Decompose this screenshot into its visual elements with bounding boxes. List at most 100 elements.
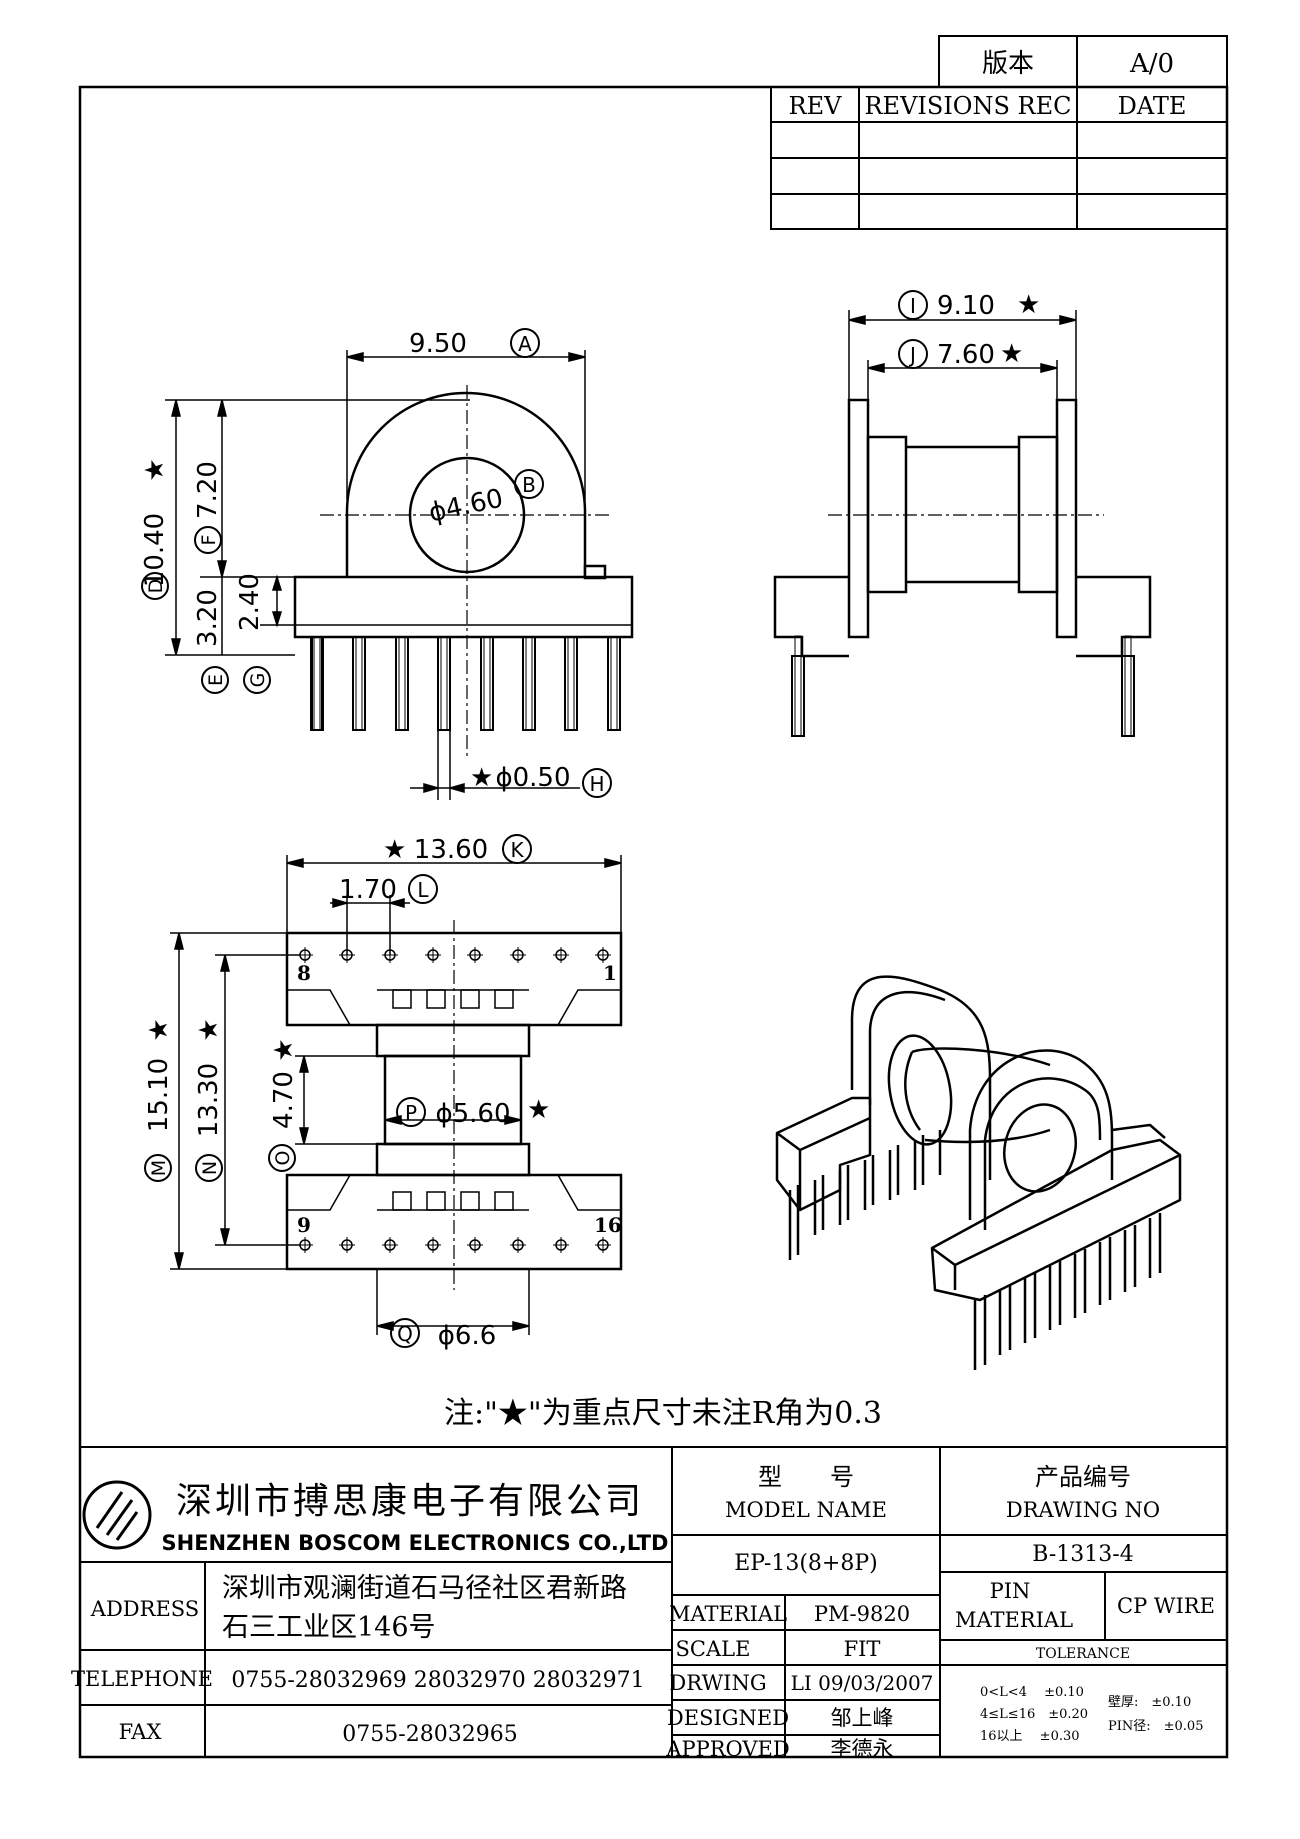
pin-material-label-1: PIN bbox=[990, 1579, 1031, 1603]
front-center-lines bbox=[320, 385, 610, 760]
isometric-view bbox=[775, 975, 1182, 1370]
tag-i: I bbox=[910, 294, 916, 318]
model-label-cn: 型 号 bbox=[758, 1463, 854, 1491]
tag-e: E bbox=[205, 674, 227, 686]
dim-side-outer-star: ★ bbox=[1017, 290, 1040, 320]
front-view bbox=[293, 391, 634, 639]
designed-label: DESIGNED bbox=[667, 1706, 789, 1730]
drwing-label: DRWING bbox=[669, 1671, 766, 1695]
company-name-en: SHENZHEN BOSCOM ELECTRONICS CO.,LTD bbox=[162, 1531, 669, 1555]
dim-side-outer: 9.10 bbox=[937, 291, 995, 321]
fax-value: 0755-28032965 bbox=[342, 1722, 517, 1747]
tolerance-row-1: 0<L<4 ±0.10 bbox=[980, 1685, 1084, 1700]
note-text: 注:"★"为重点尺寸未注R角为0.3 bbox=[444, 1396, 882, 1431]
telephone-label: TELEPHONE bbox=[71, 1667, 213, 1691]
scale-label: SCALE bbox=[676, 1637, 751, 1661]
dim-base-height: 3.20 bbox=[193, 589, 223, 647]
tag-circle-f bbox=[194, 526, 222, 554]
company-name-cn: 深圳市搏思康电子有限公司 bbox=[176, 1481, 644, 1522]
drawing-label-cn: 产品编号 bbox=[1035, 1463, 1131, 1491]
rev-header: REV bbox=[789, 92, 843, 120]
model-label-en: MODEL NAME bbox=[725, 1498, 887, 1522]
tag-circle-a bbox=[510, 328, 540, 358]
dim-width: 9.50 bbox=[409, 329, 467, 359]
dim-bore: ϕ4.60 bbox=[426, 484, 506, 529]
bottom-view-slots bbox=[392, 989, 514, 1211]
bottom-dimension-lines bbox=[170, 855, 622, 1335]
tag-circle-h bbox=[582, 768, 612, 798]
address-line1: 深圳市观澜街道石马径社区君新路 bbox=[222, 1573, 627, 1604]
pin-label-8: 8 bbox=[297, 961, 311, 985]
dim-base-inner: 2.40 bbox=[235, 573, 265, 631]
tag-j: J bbox=[908, 343, 916, 367]
tolerance-row-3: 16以上 ±0.30 bbox=[980, 1729, 1080, 1744]
material-label: MATERIAL bbox=[669, 1602, 787, 1626]
tag-circle-l bbox=[408, 874, 438, 904]
tag-o: O bbox=[272, 1151, 294, 1166]
pin-label-1: 1 bbox=[603, 961, 617, 985]
dim-total-height-star: ★ bbox=[140, 458, 170, 481]
pin-label-9: 9 bbox=[297, 1213, 311, 1237]
dim-side-inner-star: ★ bbox=[1000, 339, 1023, 369]
tag-h: H bbox=[589, 772, 604, 796]
pin-material-value: CP WIRE bbox=[1117, 1594, 1215, 1618]
title-block-lines bbox=[80, 1446, 1227, 1757]
dim-upper-height: 7.20 bbox=[193, 461, 223, 519]
dim-length-star: ★ bbox=[383, 835, 406, 865]
wall-tolerance: 壁厚: ±0.10 bbox=[1108, 1695, 1191, 1710]
scale-value: FIT bbox=[844, 1637, 881, 1661]
fax-label: FAX bbox=[119, 1720, 162, 1744]
pin-dia-tolerance: PIN径: ±0.05 bbox=[1108, 1719, 1203, 1734]
tag-a: A bbox=[518, 332, 532, 356]
dim-window-star: ★ bbox=[269, 1038, 299, 1061]
tag-n: N bbox=[199, 1161, 221, 1175]
side-dimension-lines bbox=[848, 310, 1077, 437]
address-line2: 石三工业区146号 bbox=[222, 1612, 436, 1643]
front-dimension-lines bbox=[165, 350, 586, 800]
tag-circle-k bbox=[502, 834, 532, 864]
drwing-value: LI 09/03/2007 bbox=[791, 1671, 934, 1695]
dim-length: 13.60 bbox=[414, 835, 488, 865]
tag-circle-g bbox=[243, 666, 271, 694]
front-pins bbox=[310, 636, 621, 731]
company-logo bbox=[82, 1480, 152, 1550]
dim-pitch: 1.70 bbox=[339, 875, 397, 905]
revision-box bbox=[770, 35, 1228, 230]
dim-row-span: 13.30 bbox=[194, 1063, 224, 1137]
tag-b-text: B bbox=[522, 473, 536, 497]
tag-circle-j bbox=[898, 339, 928, 369]
bottom-hole-crosshairs bbox=[297, 947, 611, 1253]
tag-circle-e bbox=[201, 666, 229, 694]
dim-pin-dia-star: ★ bbox=[470, 763, 493, 793]
version-value: A/0 bbox=[1129, 49, 1174, 79]
dim-slot: ϕ6.6 bbox=[438, 1321, 497, 1351]
tag-circle-b bbox=[514, 469, 544, 499]
tag-circle-i bbox=[898, 290, 928, 320]
approved-value: 李德永 bbox=[831, 1737, 894, 1761]
tag-circle-o bbox=[268, 1144, 296, 1172]
revisions-rec-header: REVISIONS REC bbox=[864, 92, 1071, 120]
material-value: PM-9820 bbox=[814, 1602, 910, 1626]
pin-material-label-2: MATERIAL bbox=[955, 1608, 1073, 1632]
sheet-border bbox=[78, 85, 1229, 1759]
tag-l: L bbox=[417, 878, 429, 902]
model-value: EP-13(8+8P) bbox=[734, 1551, 877, 1576]
drawing-value: B-1313-4 bbox=[1032, 1542, 1133, 1567]
tag-d: D bbox=[145, 579, 167, 594]
dim-overall-star: ★ bbox=[144, 1018, 174, 1041]
tag-circle-n bbox=[195, 1154, 223, 1182]
tolerance-label: TOLERANCE bbox=[1036, 1646, 1130, 1662]
dim-total-height: 10.40 bbox=[140, 513, 170, 587]
date-header: DATE bbox=[1118, 92, 1187, 120]
tag-p: P bbox=[405, 1101, 417, 1125]
tag-circle-p bbox=[396, 1097, 426, 1127]
dim-core: ϕ5.60 bbox=[435, 1099, 510, 1129]
tag-m: M bbox=[148, 1160, 170, 1176]
dim-row-span-star: ★ bbox=[194, 1018, 224, 1041]
tolerance-row-2: 4≤L≤16 ±0.20 bbox=[980, 1707, 1088, 1722]
tag-circle-d bbox=[141, 572, 169, 600]
dim-overall: 15.10 bbox=[144, 1058, 174, 1132]
dim-window: 4.70 bbox=[269, 1071, 299, 1129]
drawing-label-en: DRAWING NO bbox=[1006, 1498, 1160, 1522]
